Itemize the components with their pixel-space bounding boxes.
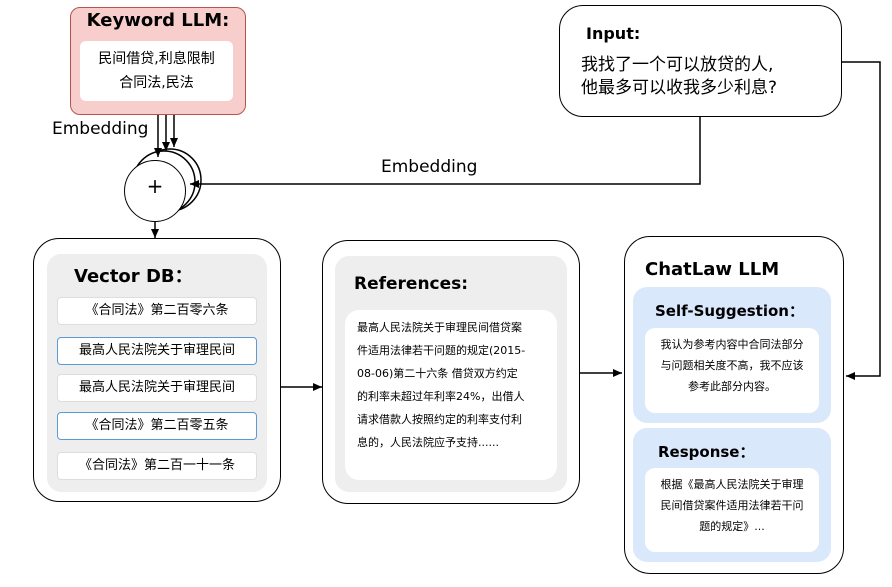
references-text: 最高人民法院关于审理民间借贷案 件适用法律若干问题的规定(2015- 08-06… xyxy=(345,310,557,480)
embedding-label-left: Embedding xyxy=(52,119,149,139)
reference-line: 息的，人民法院应予支持...... xyxy=(357,436,499,449)
input-line-2: 他最多可以收我多少利息? xyxy=(581,78,778,98)
self-suggestion-line: 与问题相关度不高，我不应该 xyxy=(660,359,804,372)
keyword-llm-output: 民间借贷,利息限制 合同法,民法 xyxy=(80,41,233,101)
reference-line: 件适用法律若干问题的规定(2015- xyxy=(357,344,526,357)
response-title: Response： xyxy=(658,443,755,461)
vector-db-title: Vector DB： xyxy=(74,266,193,287)
input-box xyxy=(559,5,842,117)
input-line-1: 我找了一个可以放贷的人, xyxy=(581,55,774,75)
self-suggestion-line: 参考此部分内容。 xyxy=(688,380,776,393)
vector-db-item-selected: 最高人民法院关于审理民间 xyxy=(57,337,257,365)
input-title: Input: xyxy=(586,24,641,43)
input-to-chatlaw-arrow xyxy=(842,61,881,380)
reference-line: 最高人民法院关于审理民间借贷案 xyxy=(357,321,522,334)
self-suggestion-title: Self-Suggestion： xyxy=(655,302,804,320)
vector-db-item: 《合同法》第二百零六条 xyxy=(57,297,257,325)
references-title: References: xyxy=(354,274,469,294)
embedding-label-right: Embedding xyxy=(381,157,478,177)
input-question: 我找了一个可以放贷的人, 他最多可以收我多少利息? xyxy=(581,54,831,100)
response-line: 民间借贷案件适用法律若干问 xyxy=(660,499,804,512)
response-text: 根据《最高人民法院关于审理 民间借贷案件适用法律若干问 题的规定》... xyxy=(645,468,819,552)
self-suggestion-line: 我认为参考内容中合同法部分 xyxy=(660,338,804,351)
keyword-line-1: 民间借贷,利息限制 xyxy=(98,51,215,67)
self-suggestion-text: 我认为参考内容中合同法部分 与问题相关度不高，我不应该 参考此部分内容。 xyxy=(645,328,819,413)
vector-db-item: 《合同法》第二百一十一条 xyxy=(57,452,257,480)
combine-node xyxy=(124,160,186,222)
plus-icon: + xyxy=(146,174,164,198)
reference-line: 请求借款人按照约定的利率支付利 xyxy=(357,413,522,426)
vector-db-item: 最高人民法院关于审理民间 xyxy=(57,374,257,402)
chatlaw-title: ChatLaw LLM xyxy=(645,259,780,280)
input-to-plus-arrow xyxy=(190,117,701,188)
keyword-llm-title: Keyword LLM: xyxy=(86,10,230,31)
keyword-line-2: 合同法,民法 xyxy=(119,75,194,91)
response-line: 根据《最高人民法院关于审理 xyxy=(660,478,804,491)
reference-line: 08-06)第二十六条 借贷双方约定 xyxy=(357,367,518,380)
response-line: 题的规定》... xyxy=(699,520,765,533)
reference-line: 的利率未超过年利率24%，出借人 xyxy=(357,390,525,403)
vector-db-item-selected: 《合同法》第二百零五条 xyxy=(57,412,257,440)
